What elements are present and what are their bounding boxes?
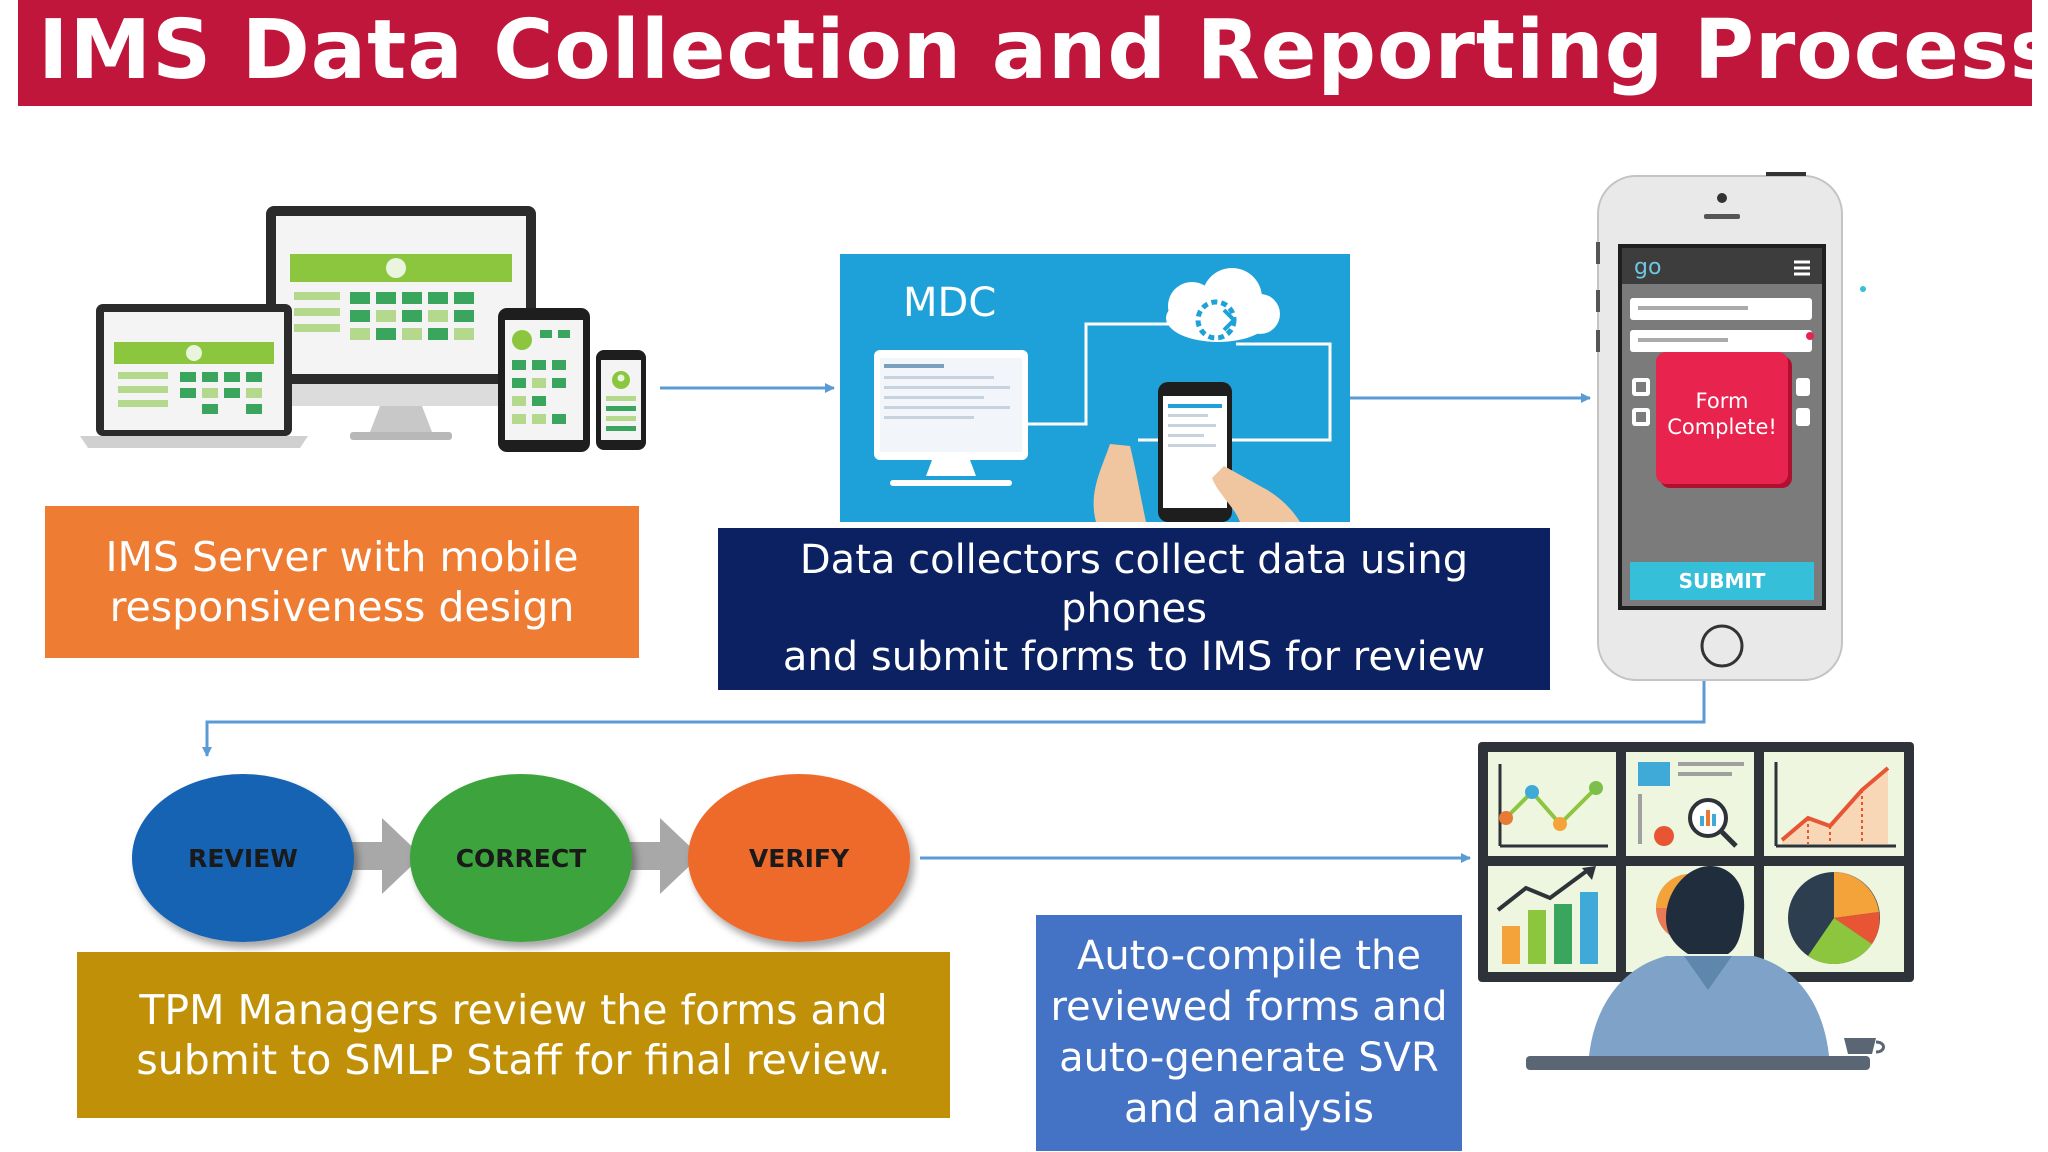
- submit-label: SUBMIT: [1679, 569, 1766, 593]
- step-collect-line1: Data collectors collect data using phone…: [799, 536, 1469, 632]
- phone-small-icon: [596, 350, 646, 450]
- responsive-devices-illustration: [80, 206, 646, 452]
- hamburger-menu-icon: [1794, 260, 1810, 276]
- popup-form-text: Form: [1696, 389, 1749, 413]
- mdc-illustration: [874, 268, 1332, 522]
- review-oval: [132, 774, 354, 942]
- review-oval-label: REVIEW: [188, 844, 298, 873]
- step-compile-line2: reviewed forms and: [1050, 983, 1448, 1030]
- verify-oval: [688, 774, 910, 942]
- step-review-line1: TPM Managers review the forms and: [139, 985, 888, 1034]
- step-compile-line4: and analysis: [1124, 1086, 1374, 1133]
- step-server-line2: responsiveness design: [109, 583, 575, 631]
- workflow-arrow-2: [628, 818, 700, 894]
- step-compile-line1: Auto-compile the: [1076, 932, 1422, 979]
- workflow-diagram: REVIEW CORRECT VERIFY: [132, 774, 910, 942]
- step-review-line2: submit to SMLP Staff for final review.: [136, 1036, 891, 1084]
- hand-phone-icon: [1093, 382, 1300, 522]
- step-server-line1: IMS Server with mobile: [105, 532, 579, 581]
- title-bar: IMS Data Collection and Reporting Proces…: [18, 0, 2048, 106]
- mdc-monitor-icon: [874, 350, 1028, 486]
- submit-button: [1630, 562, 1814, 600]
- step-collect-box: Data collectors collect data using phone…: [718, 528, 1550, 690]
- page-title: IMS Data Collection and Reporting Proces…: [38, 3, 2048, 98]
- mdc-label: MDC: [903, 280, 997, 326]
- analyst-person-icon: [1588, 866, 1830, 1070]
- arrow-phone-to-review: [202, 675, 1706, 757]
- desktop-monitor-icon: [266, 206, 536, 440]
- correct-oval-label: CORRECT: [456, 844, 587, 873]
- correct-oval: [410, 774, 632, 942]
- cloud-sync-icon: [1166, 268, 1280, 342]
- workflow-arrow-1: [350, 818, 422, 894]
- analyst-dashboard-illustration: [1478, 742, 1914, 1070]
- tablet-icon: [498, 308, 590, 452]
- decorative-dot: [1860, 286, 1866, 292]
- step-compile-box: Auto-compile the reviewed forms and auto…: [1036, 915, 1462, 1151]
- app-logo: go: [1634, 255, 1661, 280]
- phone-mockup: go Form Complete! SUBMIT: [1596, 172, 1843, 681]
- step-collect-line2: and submit forms to IMS for review: [782, 634, 1486, 681]
- step-review-box: TPM Managers review the forms and submit…: [77, 952, 950, 1118]
- verify-oval-label: VERIFY: [749, 844, 850, 873]
- step-compile-line3: auto-generate SVR: [1059, 1035, 1439, 1081]
- popup-complete-text: Complete!: [1667, 415, 1777, 439]
- laptop-icon: [80, 304, 308, 448]
- mdc-panel: MDC: [840, 254, 1350, 522]
- step-server-box: IMS Server with mobile responsiveness de…: [45, 506, 639, 658]
